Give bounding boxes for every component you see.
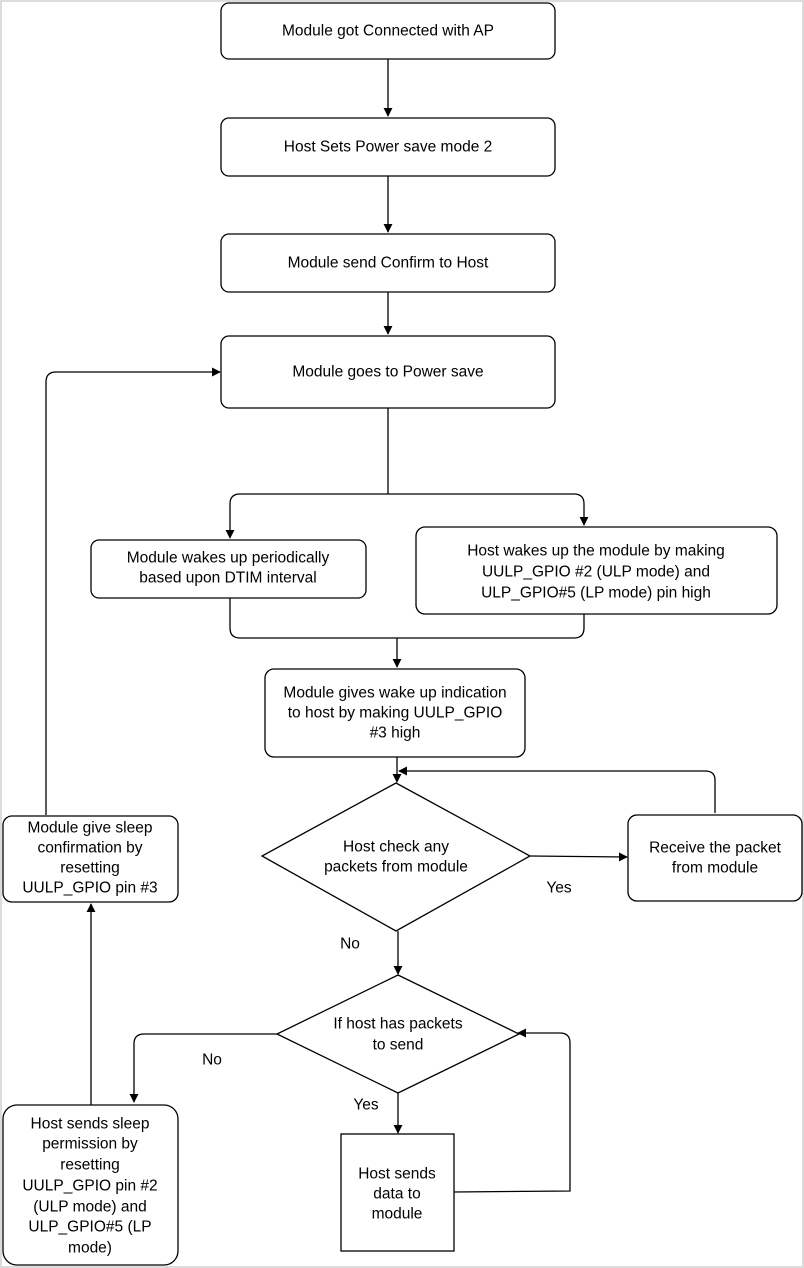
node-confirm-label: Module send Confirm to Host xyxy=(288,255,489,272)
decision-has-packets-line2: to send xyxy=(373,1037,424,1054)
node-set-ps: Host Sets Power save mode 2 xyxy=(220,117,556,177)
node-connected-box xyxy=(220,2,556,60)
node-wake-indication-box xyxy=(264,668,526,758)
node-wake-indication-line1: Module gives wake up indication xyxy=(283,685,506,702)
edge-receive-back-to-check xyxy=(398,766,716,813)
node-host-wakes-line1: Host wakes up the module by making xyxy=(467,543,725,560)
decision-has-packets-line1: If host has packets xyxy=(333,1016,462,1033)
node-host-wakes-box xyxy=(415,526,778,615)
node-wake-indication-line2: to host by making UULP_GPIO xyxy=(288,705,503,722)
node-send-data: Host sends data to module xyxy=(340,1133,455,1252)
node-wake-periodic-box xyxy=(90,539,367,599)
edge-label-has-no: No xyxy=(202,1052,222,1069)
node-host-wakes-line3: ULP_GPIO#5 (LP mode) pin high xyxy=(481,585,711,602)
node-goes-ps: Module goes to Power save xyxy=(220,335,556,409)
node-sleep-permission-box xyxy=(2,1104,179,1266)
node-send-data-line1: Host sends xyxy=(358,1166,436,1183)
edge-label-check-yes: Yes xyxy=(546,880,572,897)
decision-check-packets-line2: packets from module xyxy=(324,859,468,876)
node-sleep-confirm-line3: resetting xyxy=(60,860,119,877)
node-receive-packet-line1: Receive the packet xyxy=(649,840,782,857)
node-send-data-line2: data to xyxy=(373,1186,420,1203)
node-sleep-confirm-line1: Module give sleep xyxy=(28,820,153,837)
node-goes-ps-box xyxy=(220,335,556,409)
node-wake-periodic-line2: based upon DTIM interval xyxy=(139,570,316,587)
node-sleep-permission-line1: Host sends sleep xyxy=(31,1116,150,1133)
node-goes-ps-label: Module goes to Power save xyxy=(292,364,483,381)
decision-check-packets-shape xyxy=(260,782,532,932)
node-sleep-permission-line2: permission by xyxy=(42,1136,138,1153)
node-wake-indication-line3: #3 high xyxy=(370,725,421,742)
node-receive-packet: Receive the packet from module xyxy=(627,814,803,902)
decision-has-packets-shape xyxy=(275,974,521,1094)
node-set-ps-box xyxy=(220,117,556,177)
edge-to-host-wakes xyxy=(388,493,589,526)
node-sleep-permission: Host sends sleep permission by resetting… xyxy=(2,1104,179,1266)
edge-label-check-no: No xyxy=(340,936,360,953)
node-send-data-box xyxy=(340,1133,455,1252)
edges xyxy=(45,59,716,1193)
node-sleep-confirm-box xyxy=(2,815,179,903)
edge-check-yes-to-receive xyxy=(529,852,628,862)
node-send-data-line3: module xyxy=(372,1206,423,1223)
node-confirm-box xyxy=(220,233,556,293)
node-sleep-permission-line4: UULP_GPIO pin #2 xyxy=(22,1178,157,1195)
edge-merge xyxy=(229,598,585,639)
node-wake-periodic-line1: Module wakes up periodically xyxy=(127,550,330,567)
node-host-wakes: Host wakes up the module by making UULP_… xyxy=(415,526,778,615)
node-connected: Module got Connected with AP xyxy=(220,2,556,60)
node-connected-label: Module got Connected with AP xyxy=(282,23,494,40)
node-receive-packet-box xyxy=(627,814,803,902)
node-receive-packet-line2: from module xyxy=(672,860,758,877)
node-sleep-confirm-line2: confirmation by xyxy=(37,840,142,857)
edge-send-back-to-has xyxy=(453,1028,571,1193)
node-sleep-permission-line6: ULP_GPIO#5 (LP xyxy=(28,1219,151,1236)
node-host-wakes-line2: UULP_GPIO #2 (ULP mode) and xyxy=(482,564,710,581)
edge-label-has-yes: Yes xyxy=(353,1097,379,1114)
decision-check-packets: Host check any packets from module xyxy=(260,782,532,932)
node-sleep-confirm-line4: UULP_GPIO pin #3 xyxy=(22,880,157,897)
decision-has-packets: If host has packets to send xyxy=(275,974,521,1094)
edge-has-no-to-permission xyxy=(129,1033,277,1103)
node-wake-periodic: Module wakes up periodically based upon … xyxy=(90,539,367,599)
node-sleep-confirm: Module give sleep confirmation by resett… xyxy=(2,815,179,903)
node-set-ps-label: Host Sets Power save mode 2 xyxy=(284,139,493,156)
edge-sleep-confirm-to-goesps xyxy=(45,367,221,815)
node-wake-indication: Module gives wake up indication to host … xyxy=(264,668,526,758)
edge-to-wake-periodic xyxy=(225,493,388,539)
node-sleep-permission-line3: resetting xyxy=(60,1157,119,1174)
node-confirm: Module send Confirm to Host xyxy=(220,233,556,293)
decision-check-packets-line1: Host check any xyxy=(343,839,449,856)
node-sleep-permission-line7: mode) xyxy=(68,1240,112,1257)
node-sleep-permission-line5: (ULP mode) and xyxy=(33,1199,146,1216)
